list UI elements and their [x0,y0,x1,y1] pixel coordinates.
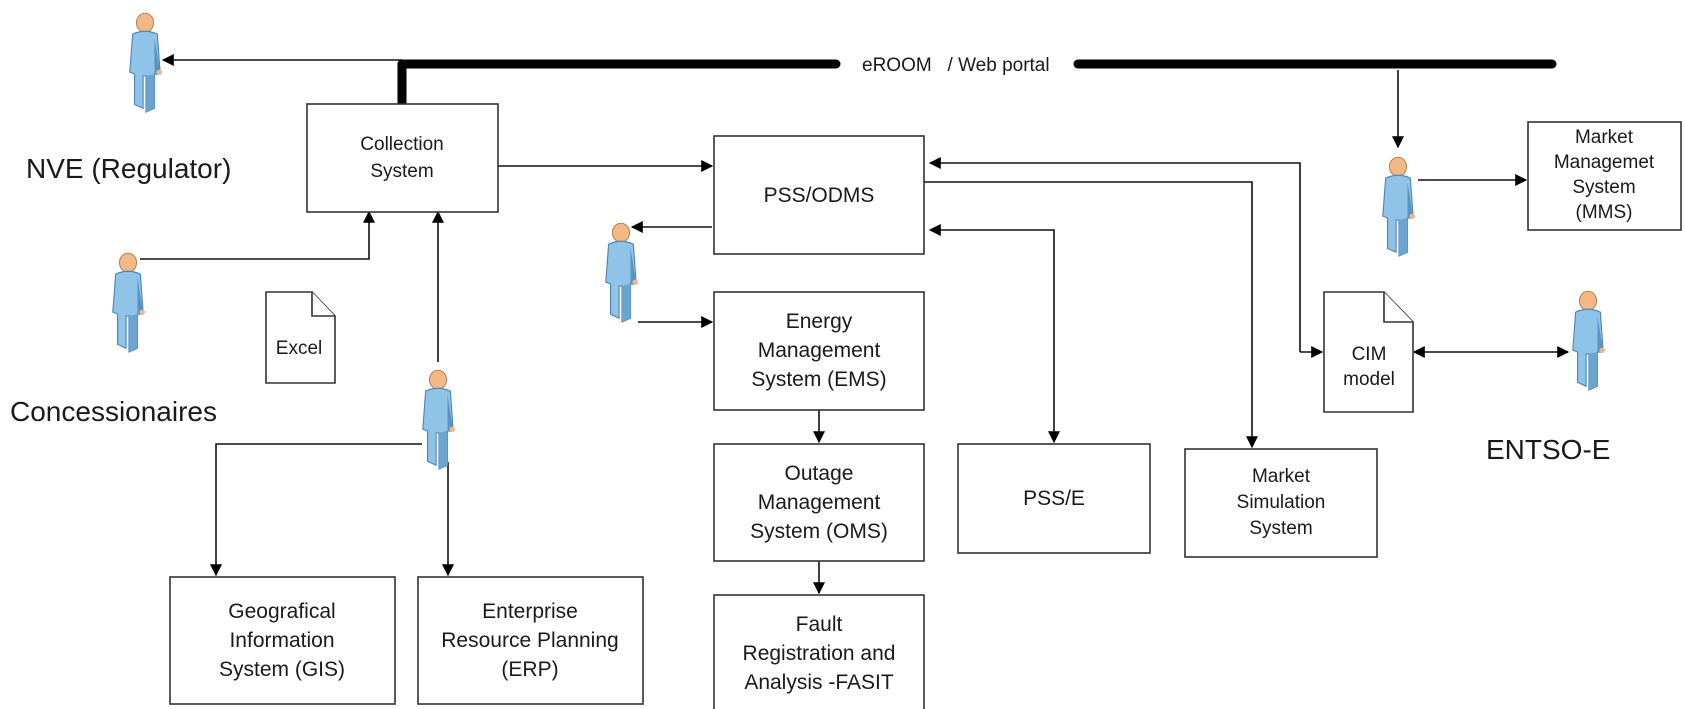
arrow-pssodms-pss-e [928,224,1060,444]
ems-label-1: Energy [786,310,853,333]
excel-label: Excel [276,338,322,359]
entsoe-label: ENTSO-E [1486,434,1610,465]
regulator-label: NVE (Regulator) [26,153,231,184]
fasit-label-3: Analysis -FASIT [744,671,894,694]
arrow-operator-to-gis [210,443,422,577]
erp-label-3: (ERP) [501,658,558,681]
gis-box: Geografical Information System (GIS) [169,576,396,705]
oms-label-3: System (OMS) [750,520,888,543]
regulator-person-icon [129,12,163,113]
market-sim-label-1: Market [1252,466,1311,487]
connectors [140,54,1570,595]
gis-label-3: System (GIS) [219,658,345,681]
pss-odms-label: PSS/ODMS [764,184,875,207]
arrow-cim-to-pssodms [928,157,1301,352]
mms-box: Market Managemet System (MMS) [1527,121,1682,231]
oms-label-1: Outage [785,462,854,485]
oms-label-2: Management [758,491,881,514]
concessionaire-person-icon [112,252,146,353]
gis-erp-operator-person-icon [422,369,456,470]
erp-label-1: Enterprise [482,600,578,623]
excel-document: Excel [265,291,336,384]
mms-label-4: (MMS) [1576,202,1633,223]
collection-label-2: System [370,161,433,182]
concessionaires-label: Concessionaires [10,396,217,427]
pss-e-label: PSS/E [1023,487,1085,510]
portal-label: eROOM / Web portal [862,55,1050,76]
gis-label-2: Information [229,629,334,652]
collection-system-box: Collection System [306,103,499,213]
control-room-operator-person-icon [605,222,639,323]
gis-label-1: Geografical [228,600,335,623]
cim-label-1: CIM [1352,344,1387,365]
fasit-label-2: Registration and [743,642,896,665]
erp-label-2: Resource Planning [441,629,618,652]
market-sim-label-3: System [1249,518,1312,539]
cim-label-2: model [1343,369,1395,390]
mms-label-1: Market [1575,127,1634,148]
market-simulation-box: Market Simulation System [1184,448,1378,558]
cim-model-document: CIM model [1323,291,1414,413]
pss-e-box: PSS/E [957,443,1151,554]
fasit-box: Fault Registration and Analysis -FASIT [713,594,925,709]
market-operator-person-icon [1382,156,1416,257]
market-sim-label-2: Simulation [1237,492,1326,513]
erp-box: Enterprise Resource Planning (ERP) [417,576,644,705]
ems-label-2: Management [758,339,881,362]
mms-label-3: System [1572,177,1635,198]
fasit-label-1: Fault [796,613,843,636]
mms-label-2: Managemet [1554,152,1655,173]
arrow-concessionaire-to-collection [140,210,375,260]
collection-label-1: Collection [360,134,443,155]
entsoe-person-icon [1572,290,1606,391]
pss-odms-box: PSS/ODMS [713,135,925,255]
ems-box: Energy Management System (EMS) [713,291,925,411]
ems-label-3: System (EMS) [751,368,886,391]
arrow-pssodms-to-market-sim [924,181,1258,449]
oms-box: Outage Management System (OMS) [713,443,925,562]
